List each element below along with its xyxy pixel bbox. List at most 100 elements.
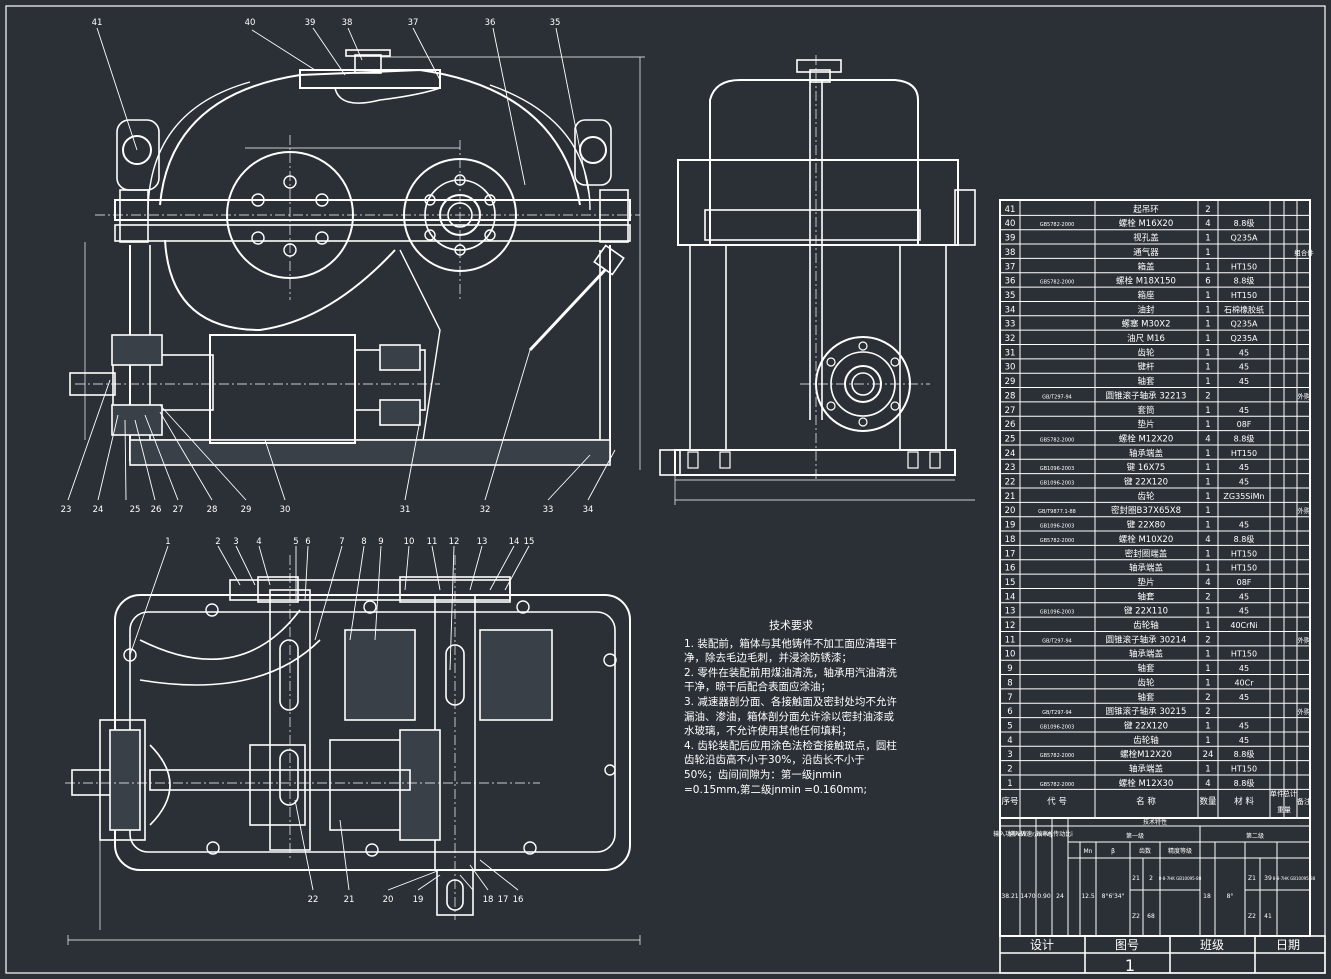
char-sub-prec: 精度等级: [1168, 847, 1192, 855]
parts-cell-no: 5: [1007, 721, 1012, 731]
parts-cell-qty: 2: [1205, 635, 1210, 645]
parts-cell-no: 40: [1005, 219, 1016, 229]
parts-cell-name: 键 22X120: [1124, 477, 1168, 488]
callout-5: 5: [293, 537, 298, 547]
parts-cell-qty: 1: [1205, 334, 1210, 344]
parts-cell-name: 密封圈B37X65X8: [1111, 505, 1181, 516]
parts-cell-mat: 45: [1239, 377, 1249, 386]
header-code: 代 号: [1047, 796, 1067, 807]
char-v-mn1: 12.5: [1081, 893, 1095, 900]
parts-cell-name: 垫片: [1137, 577, 1154, 588]
parts-cell-qty: 1: [1205, 234, 1210, 244]
parts-cell-name: 轴套: [1137, 376, 1155, 387]
parts-cell-mat: 45: [1239, 607, 1249, 616]
parts-cell-name: 轴套: [1137, 692, 1155, 703]
parts-cell-no: 7: [1007, 693, 1012, 703]
header-note: 备注: [1297, 797, 1311, 806]
parts-cell-mat: 40Cr: [1234, 678, 1254, 687]
parts-cell-name: 圆锥滚子轴承 32213: [1106, 390, 1187, 401]
char-sub-beta: β: [1111, 848, 1115, 855]
callout-15: 15: [524, 537, 535, 547]
parts-cell-name: 轴套: [1137, 591, 1155, 602]
parts-cell-no: 25: [1005, 434, 1016, 444]
callout-20: 20: [383, 895, 394, 905]
label-37: 37: [408, 18, 419, 28]
plan-view: [65, 545, 641, 945]
parts-cell-name: 螺栓 M18X150: [1116, 276, 1176, 287]
parts-cell-no: 15: [1005, 578, 1016, 588]
parts-cell-no: 27: [1005, 406, 1016, 416]
parts-cell-name: 油尺 M16: [1127, 333, 1165, 344]
callout-7: 7: [339, 537, 344, 547]
parts-cell-mat: Q235A: [1230, 334, 1258, 343]
parts-cell-mat: 45: [1239, 736, 1249, 745]
parts-cell-name: 轴承端盖: [1129, 764, 1164, 775]
parts-cell-name: 轴套: [1137, 663, 1155, 674]
callout-6: 6: [305, 537, 310, 547]
parts-cell-qty: 1: [1205, 305, 1210, 315]
title-block: [999, 935, 1326, 974]
parts-cell-no: 8: [1007, 678, 1012, 688]
parts-cell-code: GB5782-2000: [1040, 222, 1075, 228]
parts-cell-qty: 4: [1205, 779, 1210, 789]
parts-cell-no: 28: [1005, 391, 1016, 401]
char-v-prec1: 8-8-7HK GB10095-88: [1159, 876, 1202, 881]
callout-18: 18: [483, 895, 494, 905]
label-36: 36: [485, 18, 496, 28]
parts-cell-no: 12: [1005, 621, 1016, 631]
parts-cell-qty: 1: [1205, 463, 1210, 473]
parts-cell-no: 20: [1005, 506, 1016, 516]
char-v-power: 38.21: [1001, 893, 1018, 900]
parts-cell-name: 垫片: [1137, 419, 1154, 430]
parts-cell-name: 螺栓 M12X30: [1119, 778, 1174, 789]
parts-cell-name: 键 22X80: [1127, 520, 1166, 531]
parts-cell-name: 圆锥滚子轴承 30215: [1106, 706, 1187, 717]
callout-14: 14: [509, 537, 520, 547]
parts-cell-code: GB/T297-94: [1042, 638, 1072, 644]
callout-2: 2: [215, 537, 220, 547]
parts-cell-name: 键 22X110: [1124, 606, 1168, 617]
tech-item-2: 2. 零件在装配前用煤油清洗，轴承用汽油清洗干净，晾干后配合表面应涂油；: [684, 666, 897, 694]
parts-cell-no: 16: [1005, 564, 1016, 574]
parts-cell-no: 4: [1007, 736, 1012, 746]
parts-cell-mat: 08F: [1237, 578, 1252, 587]
parts-cell-mat: 45: [1239, 693, 1249, 702]
parts-cell-qty: 4: [1205, 219, 1210, 229]
parts-cell-qty: 1: [1205, 449, 1210, 459]
parts-cell-no: 32: [1005, 334, 1016, 344]
parts-cell-no: 31: [1005, 348, 1016, 358]
parts-cell-qty: 6: [1205, 277, 1210, 287]
parts-cell-name: 螺栓M12X20: [1120, 749, 1172, 760]
char-title: 技术特性: [1143, 818, 1167, 826]
parts-cell-name: 键杆: [1137, 362, 1155, 373]
parts-cell-name: 轴承端盖: [1129, 448, 1164, 459]
parts-cell-code: GB5782-2000: [1040, 538, 1075, 544]
char-v-ratio: 24: [1056, 893, 1064, 900]
parts-cell-qty: 1: [1205, 377, 1210, 387]
callout-34: 34: [583, 505, 594, 515]
parts-cell-qty: 1: [1205, 406, 1210, 416]
char-v-beta1: 8°6'34": [1102, 893, 1125, 900]
callout-9: 9: [378, 537, 383, 547]
callout-22: 22: [308, 895, 319, 905]
characteristic-table: [999, 817, 1311, 937]
header-unit-weight: 单件: [1270, 789, 1284, 798]
parts-cell-no: 33: [1005, 320, 1016, 330]
parts-cell-no: 2: [1007, 765, 1012, 775]
parts-cell-note: 外购: [1298, 707, 1312, 716]
char-v-z1a: 21: [1132, 875, 1140, 882]
technical-requirements: 技术要求 1. 装配前，箱体与其他铸件不加工面应清理干净，除去毛边毛刺，并浸涂防…: [684, 619, 898, 797]
parts-cell-code: GB1096-2003: [1040, 481, 1075, 487]
parts-cell-mat: 8.8级: [1234, 778, 1255, 788]
char-col-ratio: 总传动比i: [1047, 830, 1073, 838]
parts-cell-name: 起吊环: [1133, 205, 1159, 215]
char-v-z2a: Z2: [1132, 913, 1140, 920]
char-v-z22: Z2: [1248, 913, 1256, 920]
title-drawing-value: 1: [1125, 956, 1135, 975]
parts-cell-code: GB1096-2003: [1040, 466, 1075, 472]
callout-29: 29: [241, 505, 252, 515]
callout-27: 27: [173, 505, 184, 515]
callout-13: 13: [477, 537, 488, 547]
parts-cell-no: 3: [1007, 750, 1012, 760]
title-date: 日期: [1276, 938, 1300, 952]
